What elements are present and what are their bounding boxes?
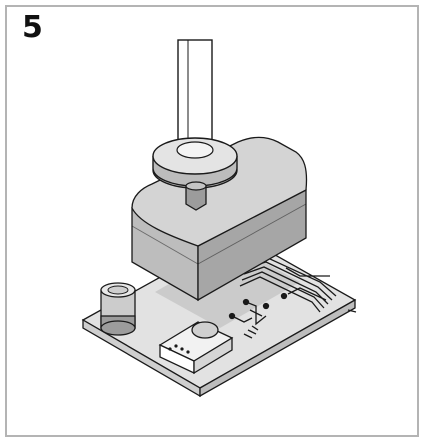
capacitor [100, 282, 136, 336]
chip-component [158, 321, 234, 375]
nozzle [152, 39, 238, 211]
step-number: 5 [22, 10, 43, 45]
held-component [131, 136, 308, 302]
